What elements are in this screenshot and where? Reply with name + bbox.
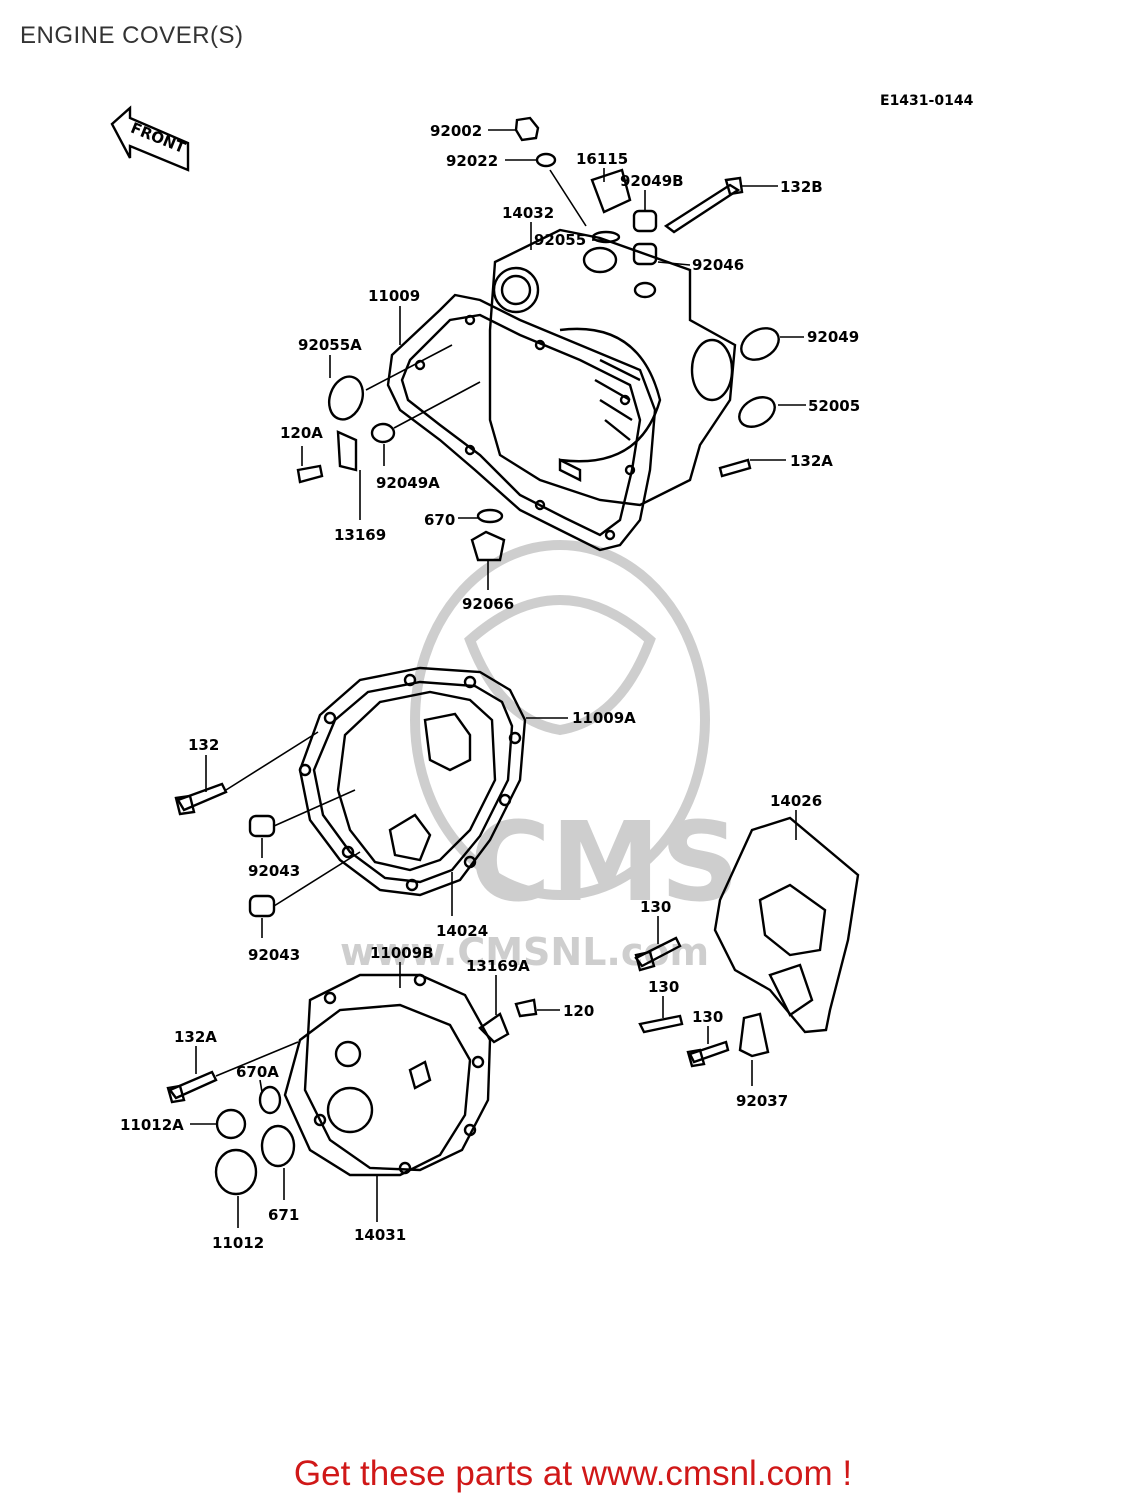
label-11009A: 11009A xyxy=(572,709,636,727)
cover-14032 xyxy=(488,228,737,507)
front-arrow: FRONT xyxy=(110,105,190,172)
label-92066: 92066 xyxy=(462,595,514,613)
diagram-code: E1431-0144 xyxy=(880,93,974,109)
gasket-11009B xyxy=(303,973,492,1175)
label-92055A: 92055A xyxy=(298,336,362,354)
label-132A-bottom: 132A xyxy=(174,1028,217,1046)
small-parts-bottom xyxy=(166,998,538,1196)
label-52005: 52005 xyxy=(808,397,860,415)
label-92043-a: 92043 xyxy=(248,862,300,880)
label-670: 670 xyxy=(424,511,455,529)
leader-lines-right xyxy=(657,810,797,1086)
label-92037: 92037 xyxy=(736,1092,788,1110)
label-14032: 14032 xyxy=(502,204,554,222)
label-120A: 120A xyxy=(280,424,323,442)
label-92055: 92055 xyxy=(534,231,586,249)
footer-text: Get these parts at www.cmsnl.com ! xyxy=(293,1454,853,1493)
label-132: 132 xyxy=(188,736,219,754)
page-title: ENGINE COVER(S) xyxy=(20,22,244,49)
label-130-c: 130 xyxy=(692,1008,723,1026)
footer-link[interactable]: Get these parts at www.cmsnl.com ! xyxy=(0,1454,1146,1494)
label-120: 120 xyxy=(563,1002,594,1020)
label-92022: 92022 xyxy=(446,152,498,170)
label-11009B: 11009B xyxy=(370,944,434,962)
leader-lines-middle xyxy=(205,717,568,938)
label-13169A: 13169A xyxy=(466,957,530,975)
leader-lines-bottom xyxy=(190,962,560,1228)
watermark: CMS www.CMSNL.com xyxy=(340,540,739,974)
label-11012A: 11012A xyxy=(120,1116,184,1134)
generator-cover-14031 xyxy=(283,1003,472,1177)
small-parts-right xyxy=(634,936,730,1068)
sprocket-cover-14026 xyxy=(713,816,860,1058)
label-92049: 92049 xyxy=(807,328,859,346)
label-11012: 11012 xyxy=(212,1234,264,1252)
watermark-logo: CMS xyxy=(470,798,739,926)
leader-lines-top xyxy=(301,129,806,590)
part-labels: 92002 92022 16115 92049B 132B 14032 9205… xyxy=(120,122,860,1252)
label-132B: 132B xyxy=(780,178,823,196)
label-92049B: 92049B xyxy=(620,172,684,190)
label-14031: 14031 xyxy=(354,1226,406,1244)
label-16115: 16115 xyxy=(576,150,628,168)
label-92046: 92046 xyxy=(692,256,744,274)
front-label: FRONT xyxy=(128,119,189,157)
small-parts-middle xyxy=(174,782,276,918)
clutch-cover-14024 xyxy=(336,690,497,872)
label-92002: 92002 xyxy=(430,122,482,140)
label-132A-top: 132A xyxy=(790,452,833,470)
label-13169: 13169 xyxy=(334,526,386,544)
label-92049A: 92049A xyxy=(376,474,440,492)
label-671: 671 xyxy=(268,1206,299,1224)
label-14024: 14024 xyxy=(436,922,488,940)
label-130-a: 130 xyxy=(640,898,671,916)
label-11009: 11009 xyxy=(368,287,420,305)
label-670A: 670A xyxy=(236,1063,279,1081)
label-92043-b: 92043 xyxy=(248,946,300,964)
gasket-11009A xyxy=(298,666,527,897)
label-14026: 14026 xyxy=(770,792,822,810)
label-130-b: 130 xyxy=(648,978,679,996)
